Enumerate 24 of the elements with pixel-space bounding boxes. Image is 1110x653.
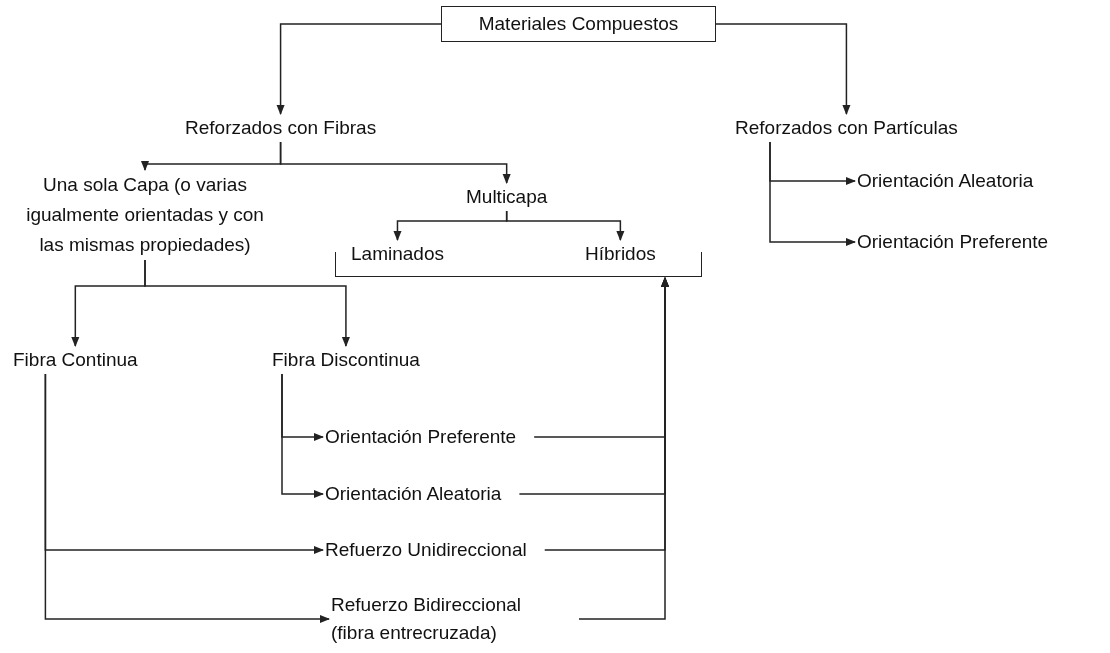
connector-arrow [281, 373, 325, 499]
category-label: Reforzados con Fibras [185, 114, 377, 142]
category-label: Refuerzo Bidireccional (fibra entrecruzada) [331, 591, 561, 647]
connector-arrow [144, 259, 351, 348]
category-label: Fibra Continua [13, 346, 138, 374]
connector-arrow [578, 276, 670, 620]
category-box: Materiales Compuestos [441, 6, 716, 42]
connector-arrow [769, 141, 857, 247]
category-label: Orientación Aleatoria [325, 480, 502, 508]
category-label: Una sola Capa (o varias igualmente orientadas y con las mismas propiedades) [20, 170, 270, 260]
category-label: Multicapa [466, 183, 548, 211]
category-label: Laminados [351, 240, 444, 268]
connector-arrow [276, 23, 442, 116]
category-label: Orientación Preferente [325, 423, 517, 451]
connector-arrow [279, 141, 511, 185]
connector-arrow [44, 373, 331, 624]
category-label: Orientación Aleatoria [857, 167, 1034, 195]
connector-arrow [505, 210, 625, 242]
category-label: Refuerzo Unidireccional [325, 536, 527, 564]
category-label: Reforzados con Partículas [735, 114, 958, 142]
category-label: Fibra Discontinua [272, 346, 420, 374]
connector-arrow [715, 23, 851, 116]
category-label: Híbridos [585, 240, 656, 268]
category-label: Orientación Preferente [857, 228, 1049, 256]
